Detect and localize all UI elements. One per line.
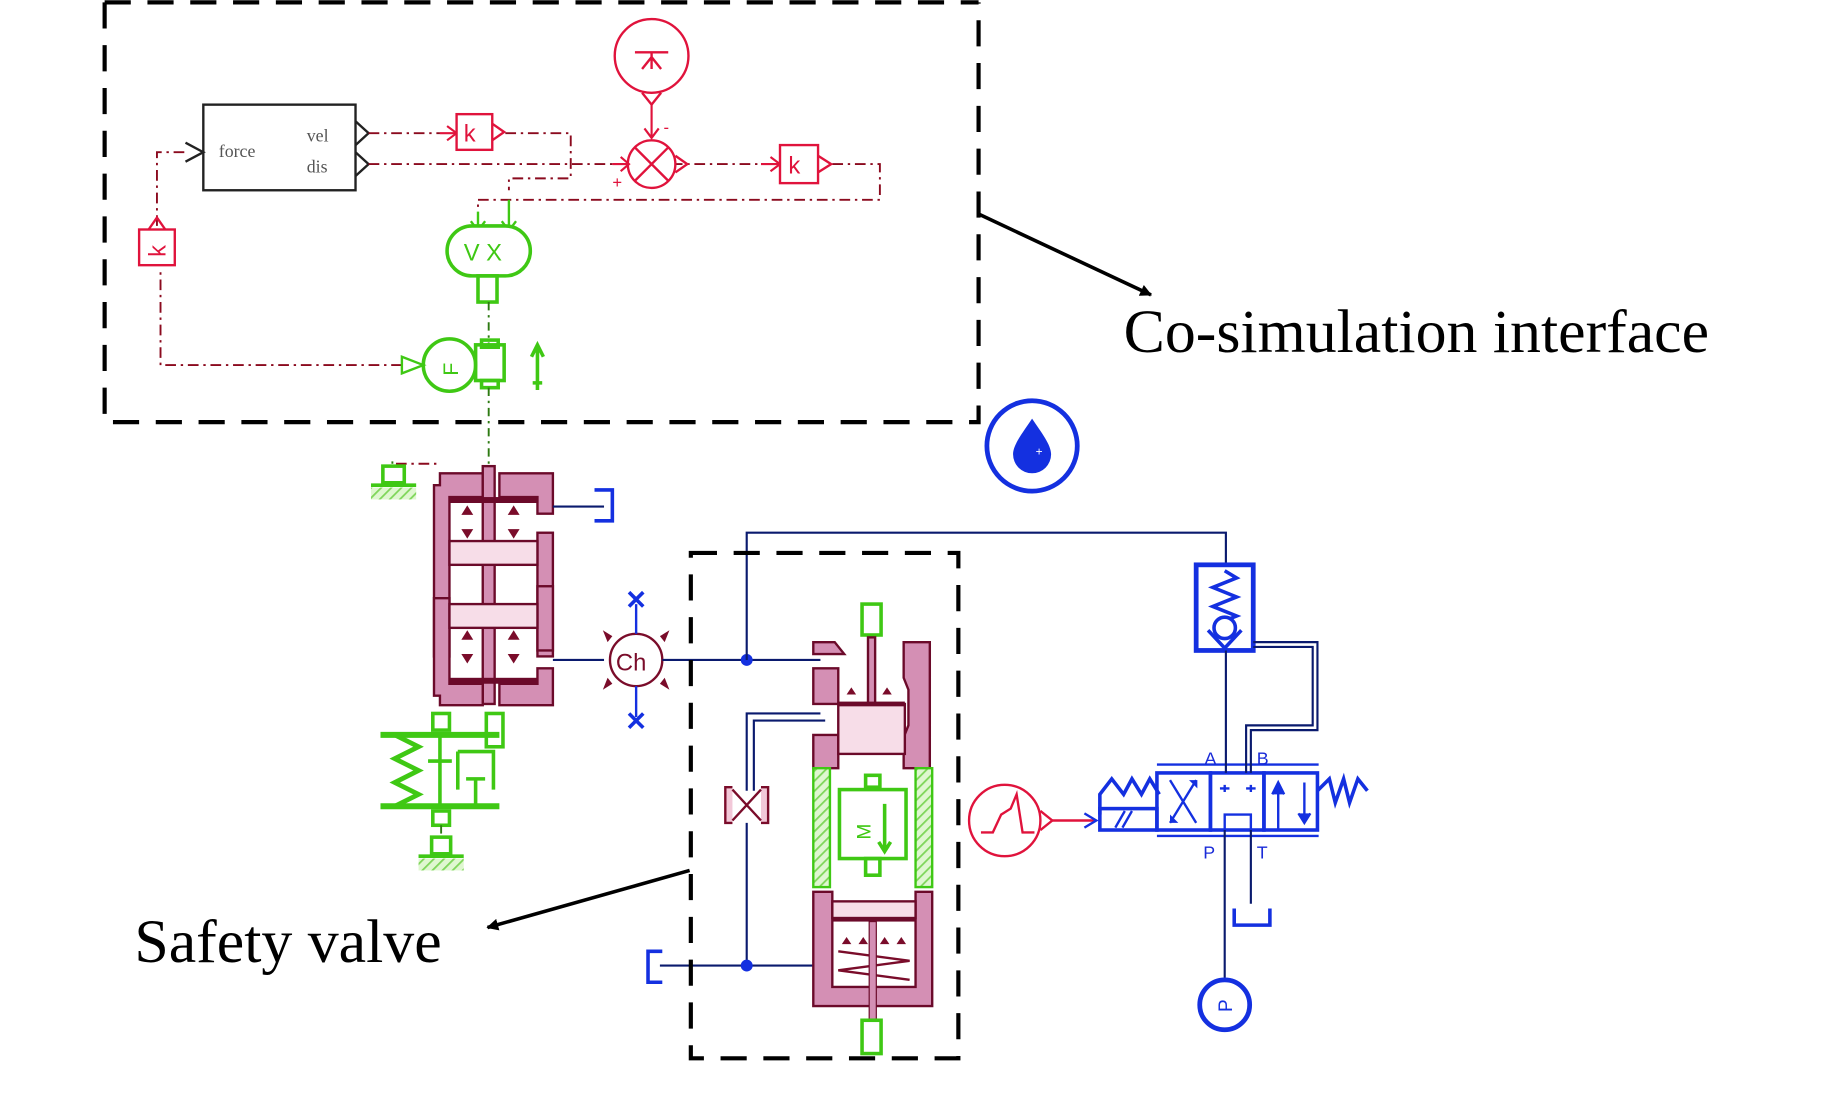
gain-2-label: k [788, 153, 800, 180]
sum-sign-plus: + [612, 173, 622, 192]
sum-sign-minus: - [663, 118, 669, 137]
interface-input-force: force [219, 141, 256, 161]
interface-block[interactable]: force vel dis [184, 103, 371, 192]
safety-arrow [486, 868, 691, 931]
gain-block-2[interactable]: k [778, 143, 834, 185]
port-t: T [1257, 843, 1268, 863]
interface-output-dis: dis [307, 156, 328, 176]
gain-1-label: k [464, 121, 476, 148]
interface-output-vel: vel [307, 126, 329, 146]
safety-label: Safety valve [134, 908, 441, 976]
summing-junction[interactable]: + [612, 139, 690, 192]
cosim-arrow [977, 212, 1153, 297]
double-piston-actuator[interactable] [432, 464, 555, 707]
valve-lines [1223, 641, 1319, 978]
cosim-interface-box [102, 0, 981, 425]
signal-generator[interactable] [967, 783, 1099, 858]
port-a: A [1204, 749, 1216, 769]
chamber-label: Ch [616, 650, 646, 677]
tank-actuator [552, 488, 615, 523]
port-b: B [1257, 749, 1269, 769]
hydraulic-chamber[interactable]: Ch [552, 590, 670, 730]
velocity-displacement-sensor[interactable]: V X [445, 199, 533, 304]
spring-damper[interactable] [380, 711, 505, 871]
check-valve[interactable] [1193, 562, 1256, 653]
pressure-arrows [461, 505, 520, 664]
force-sensor[interactable]: F [400, 337, 545, 394]
tank-safety-valve [646, 949, 663, 985]
fluid-properties-icon[interactable]: + [984, 398, 1080, 494]
port-p: P [1203, 843, 1215, 863]
signal-lines [156, 125, 881, 465]
orifice[interactable] [724, 786, 770, 825]
vx-sensor-label: V X [464, 239, 502, 266]
tank-valve [1232, 908, 1272, 927]
gain-block-1[interactable]: k [455, 112, 507, 152]
pressure-source[interactable]: P [1197, 977, 1253, 1033]
safety-valve[interactable]: M [812, 602, 934, 1056]
constant-source[interactable]: - [613, 17, 690, 140]
force-sensor-label: F [439, 363, 463, 376]
ground-anchor-top [370, 461, 417, 500]
gain-3-label: k [144, 245, 171, 257]
safety-valve-box [688, 550, 961, 1061]
mass-label: M [854, 824, 875, 840]
gain-block-3[interactable]: k [137, 215, 176, 267]
svg-text:+: + [1036, 444, 1043, 458]
hydraulic-lines [659, 531, 1227, 972]
cosim-label: Co-simulation interface [1124, 298, 1709, 366]
pressure-source-label: P [1216, 999, 1237, 1012]
directional-control-valve[interactable]: A B P T [1098, 749, 1369, 863]
